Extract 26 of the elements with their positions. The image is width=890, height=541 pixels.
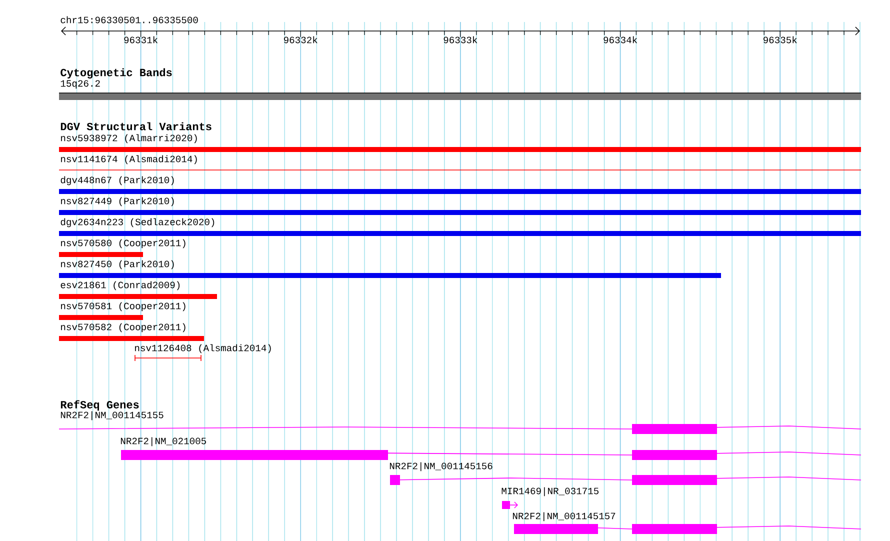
- position-label: chr15:96330501..96335500: [60, 16, 198, 24]
- band-label: 15q26.2: [60, 80, 100, 89]
- tick-label: 96331k: [124, 36, 158, 44]
- feature-label: nsv827449 (Park2010): [61, 197, 174, 206]
- track-title: DGV Structural Variants: [60, 122, 212, 130]
- feature-label: NR2F2|NM_001145157: [512, 512, 616, 522]
- track-title: Cytogenetic Bands: [60, 68, 172, 78]
- feature-label: esv21861 (Conrad2009): [60, 281, 180, 290]
- feature-label: NR2F2|NM_001145155: [60, 411, 164, 420]
- tick-label: 96335k: [763, 36, 797, 44]
- tick-label: 96332k: [284, 36, 318, 44]
- feature-label: nsv827450 (Park2010): [61, 260, 174, 270]
- feature-label: NR2F2|NM_021005: [120, 437, 206, 446]
- feature-label: nsv570582 (Cooper2011): [61, 323, 186, 332]
- feature-label: nsv570580 (Cooper2011): [61, 239, 186, 248]
- track-title: RefSeq Genes: [60, 400, 139, 411]
- tick-label: 96334k: [604, 36, 638, 44]
- feature-label: nsv5938972 (Almarri2020): [61, 134, 197, 144]
- feature-label: NR2F2|NM_001145156: [390, 462, 492, 472]
- feature-label: nsv570581 (Cooper2011): [61, 302, 186, 312]
- tick-label: 96333k: [444, 36, 478, 44]
- feature-label: dgv448n67 (Park2010): [60, 176, 174, 186]
- feature-label: nsv1141674 (Alsmadi2014): [61, 155, 197, 164]
- feature-label: nsv1126408 (Alsmadi2014): [135, 344, 271, 354]
- feature-label: dgv2634n223 (Sedlazeck2020): [60, 218, 214, 228]
- feature-label: MIR1469|NR_031715: [502, 487, 599, 496]
